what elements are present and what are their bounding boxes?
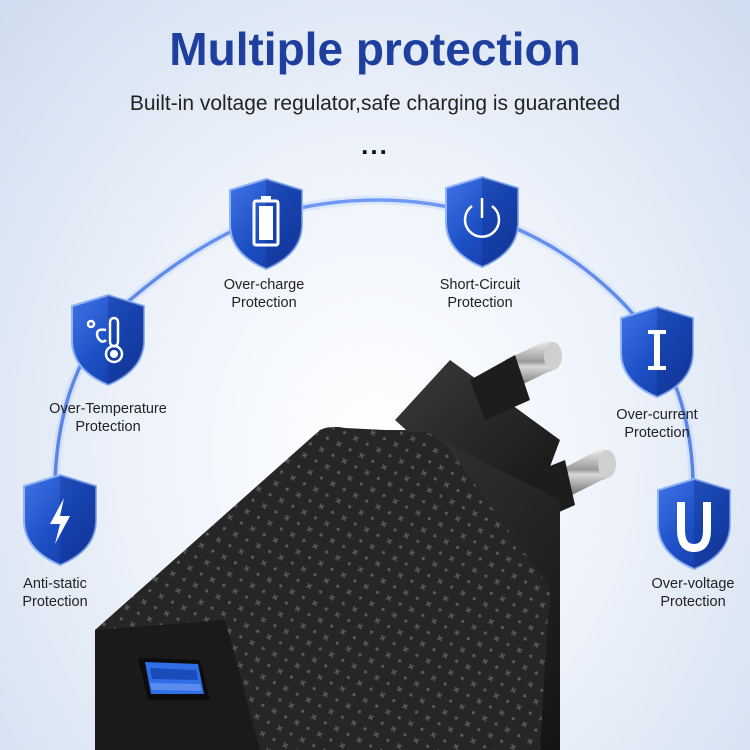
over-temperature-shield	[68, 292, 148, 388]
over-current-shield	[617, 304, 697, 400]
power-icon	[463, 198, 501, 238]
usb-port	[138, 658, 210, 700]
lightning-icon	[50, 498, 70, 544]
over-charge-shield	[226, 176, 306, 272]
battery-icon	[252, 196, 280, 247]
voltage-u-icon	[677, 502, 711, 553]
over-voltage-shield	[654, 476, 734, 572]
short-circuit-shield	[442, 174, 522, 270]
page-subtitle: Built-in voltage regulator,safe charging…	[129, 92, 621, 115]
anti-static-shield	[20, 472, 100, 568]
current-icon	[648, 330, 666, 370]
thermometer-icon	[86, 316, 124, 364]
page-title: Multiple protection	[169, 23, 581, 75]
ellipsis: ...	[361, 130, 389, 160]
